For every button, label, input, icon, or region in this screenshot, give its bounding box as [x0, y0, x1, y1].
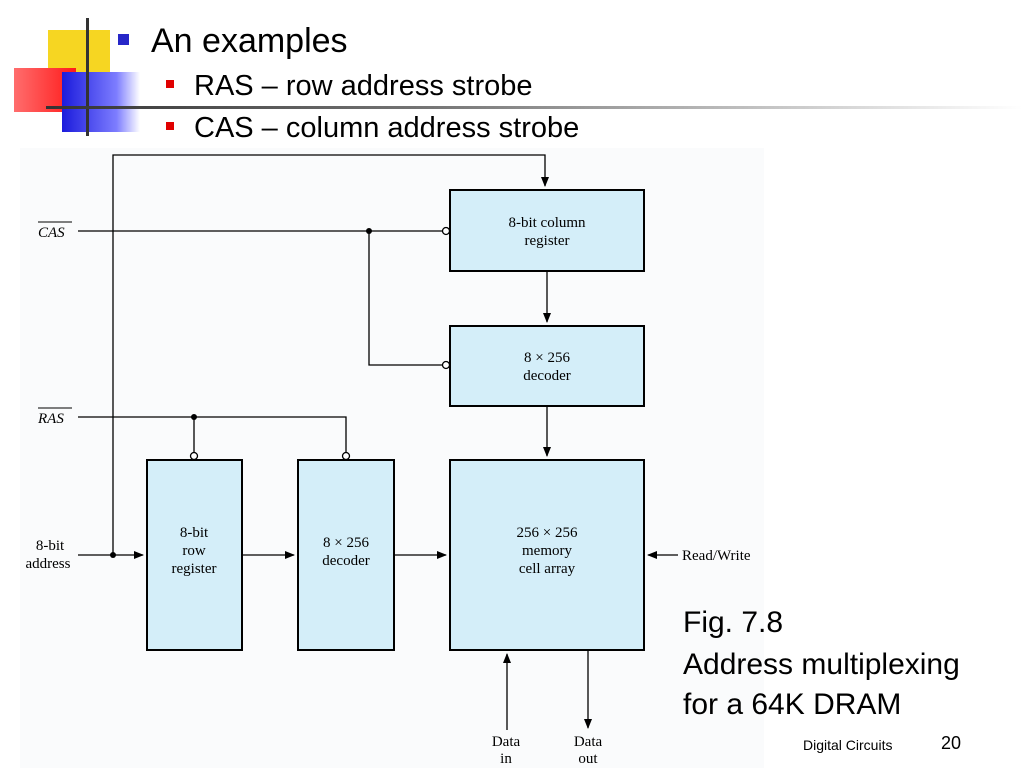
data-in-label-line2: in: [500, 751, 512, 767]
read-write-label: Read/Write: [682, 548, 751, 564]
decor-vertical-line: [86, 18, 89, 136]
row-register-label-line2: row: [182, 543, 205, 559]
ras-line: [78, 416, 347, 452]
slide-number: 20: [941, 733, 962, 753]
row-decoder-label-line2: decoder: [322, 553, 369, 569]
address-junction-dot: [110, 552, 116, 558]
column-decoder-label-line1: 8 × 256: [524, 350, 570, 366]
ras-row-decoder-bubble: [341, 451, 351, 461]
bullet-ras-text: RAS – row address strobe: [194, 70, 533, 102]
column-register-label-line1: 8-bit column: [508, 215, 586, 231]
ras-label: RAS: [37, 411, 64, 427]
address-label-line2: address: [26, 556, 71, 572]
cas-label: CAS: [38, 225, 65, 241]
bullet-ras: RAS – row address strobe: [166, 70, 532, 103]
cas-inverter-bubble: [441, 226, 451, 236]
cas-to-decoder-line: [368, 231, 442, 366]
decor-blue-square: [62, 72, 140, 132]
heading-text: An examples: [151, 22, 348, 60]
row-decoder-label-line1: 8 × 256: [323, 535, 369, 551]
row-register-label-line1: 8-bit: [180, 525, 209, 541]
red-square-bullet-icon: [166, 122, 174, 131]
memory-array-label-line2: memory: [522, 543, 572, 559]
address-label-line1: 8-bit: [36, 538, 65, 554]
column-decoder-label-line2: decoder: [523, 368, 570, 384]
data-in-label-line1: Data: [492, 734, 521, 750]
figure-caption-line2: for a 64K DRAM: [683, 688, 902, 721]
memory-array-label-line1: 256 × 256: [517, 525, 578, 541]
memory-array-label-line3: cell array: [519, 561, 576, 577]
red-square-bullet-icon: [166, 80, 174, 89]
blue-square-bullet-icon: [118, 33, 129, 45]
dram-address-multiplexing-diagram: CAS RAS 8-bit address Read/Write Data in…: [20, 148, 764, 768]
memory-array-block: [449, 459, 645, 651]
bullet-heading: An examples: [118, 22, 348, 61]
column-register-label-line2: register: [525, 233, 570, 249]
figure-caption-line1: Address multiplexing: [683, 648, 960, 681]
cas-decoder-inverter-bubble: [441, 360, 451, 370]
address-to-column-register-line: [112, 154, 549, 555]
footer-course-label: Digital Circuits: [803, 737, 893, 753]
data-out-label-line2: out: [578, 751, 598, 767]
decor-horizontal-line: [46, 106, 1022, 109]
figure-number: Fig. 7.8: [683, 606, 784, 639]
column-decoder-block: [449, 325, 645, 407]
data-out-label-line1: Data: [574, 734, 603, 750]
row-register-label-line3: register: [172, 561, 217, 577]
bullet-cas: CAS – column address strobe: [166, 112, 579, 145]
bullet-cas-text: CAS – column address strobe: [194, 112, 580, 144]
ras-row-register-bubble: [189, 451, 199, 461]
